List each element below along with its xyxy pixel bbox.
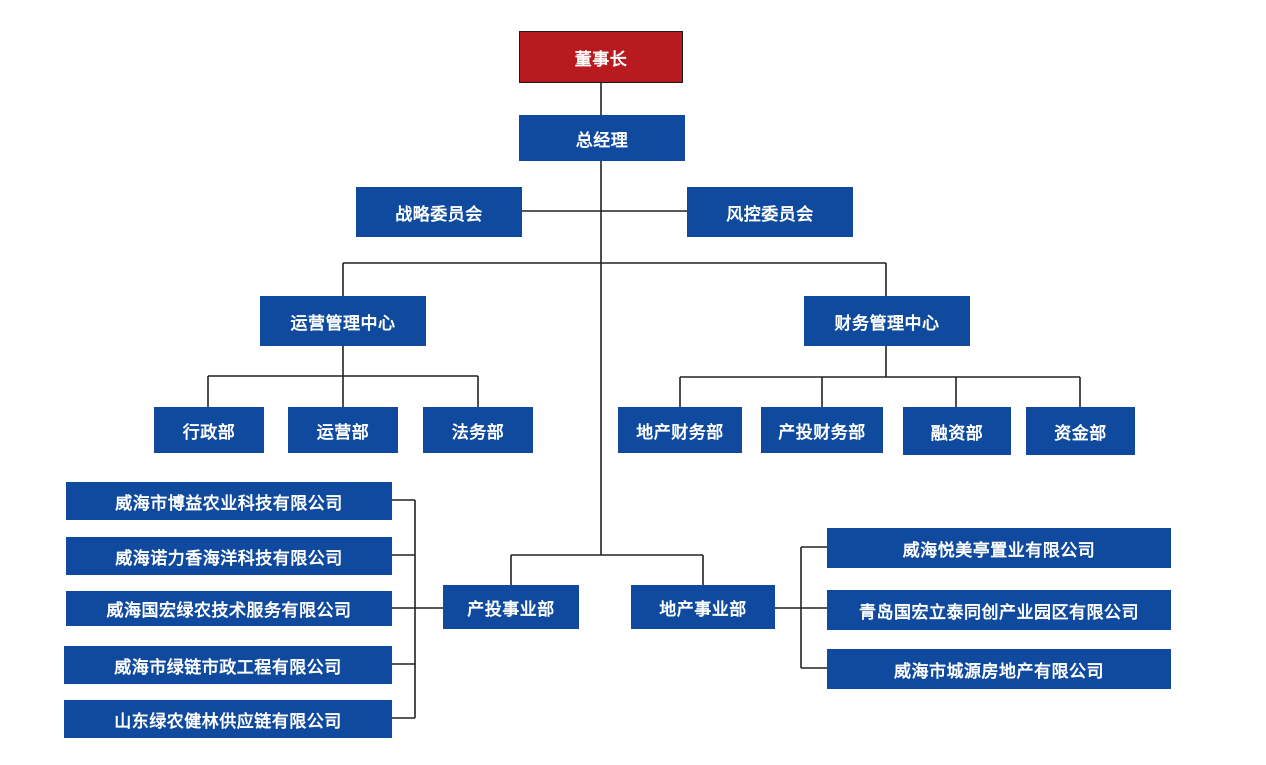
realestate-division-box: 地产事业部 [631, 585, 775, 629]
ops-department-operations: 运营部 [288, 407, 398, 453]
industry-company-4: 威海市绿链市政工程有限公司 [64, 646, 392, 684]
operations-center-box: 运营管理中心 [260, 296, 426, 346]
industry-company-1: 威海市博益农业科技有限公司 [66, 482, 392, 520]
industry-company-2: 威海诺力香海洋科技有限公司 [66, 537, 392, 575]
fin-department-funds: 资金部 [1026, 407, 1135, 455]
finance-center-box: 财务管理中心 [804, 296, 970, 346]
general-manager-box: 总经理 [519, 115, 685, 161]
realestate-company-2: 青岛国宏立泰同创产业园区有限公司 [827, 590, 1171, 630]
ops-department-admin: 行政部 [154, 407, 264, 453]
industry-company-5: 山东绿农健林供应链有限公司 [64, 700, 392, 738]
industry-division-box: 产投事业部 [443, 585, 579, 629]
realestate-company-1: 威海悦美亭置业有限公司 [827, 528, 1171, 568]
ops-department-legal: 法务部 [423, 407, 533, 453]
fin-department-realestate: 地产财务部 [618, 407, 742, 453]
realestate-company-3: 威海市城源房地产有限公司 [827, 649, 1171, 689]
strategy-committee-box: 战略委员会 [356, 187, 522, 237]
industry-company-3: 威海国宏绿农技术服务有限公司 [66, 591, 392, 626]
fin-department-financing: 融资部 [903, 407, 1011, 455]
fin-department-industry: 产投财务部 [761, 407, 883, 453]
chairman-box: 董事长 [519, 31, 683, 83]
risk-committee-box: 风控委员会 [687, 187, 853, 237]
